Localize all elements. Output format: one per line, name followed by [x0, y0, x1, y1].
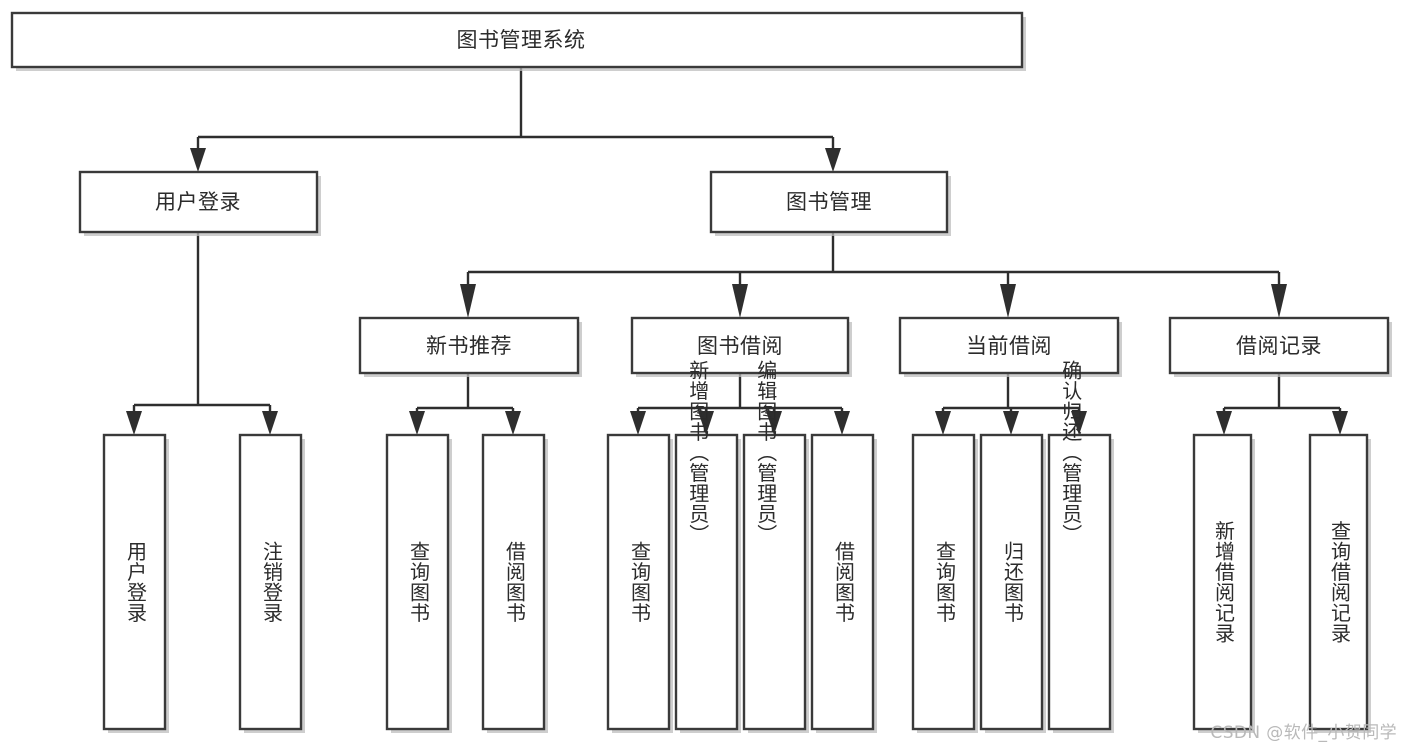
node-leaf-rec-borrow-book[interactable]: 借阅图书 [481, 433, 548, 733]
node-leaf-bb-edit-book[interactable]: 编辑图书（管理员） [742, 359, 809, 733]
arrow-head-cb-confirm-return [1071, 411, 1087, 435]
node-leaf-bb-add-book-rect[interactable] [674, 433, 739, 731]
node-leaf-user-logout[interactable]: 注销登录 [238, 433, 305, 733]
node-root-rect[interactable] [10, 11, 1024, 69]
arrow-head-bb-borrow-book [834, 411, 850, 435]
node-book-manage[interactable]: 图书管理 [709, 170, 951, 236]
connector-layer [126, 67, 1348, 435]
node-leaf-bb-add-book-label: 新增图书（管理员） [686, 359, 710, 544]
node-leaf-bb-borrow-book-rect[interactable] [810, 433, 875, 731]
node-leaf-user-login[interactable]: 用户登录 [102, 433, 169, 733]
arrow-head-bb-query-book [630, 411, 646, 435]
node-leaf-cb-confirm-return-label: 确认归还（管理员） [1059, 359, 1083, 544]
arrow-head-br-add-record [1216, 411, 1232, 435]
node-borrow-record-label: 借阅记录 [1236, 334, 1322, 358]
node-leaf-bb-query-book-label: 查询图书 [628, 541, 652, 623]
node-leaf-user-login-rect[interactable] [102, 433, 167, 731]
node-leaf-rec-query-book-label: 查询图书 [407, 541, 431, 623]
node-book-manage-label: 图书管理 [786, 190, 872, 214]
node-leaf-cb-query-book-rect[interactable] [911, 433, 976, 731]
node-leaf-br-query-record[interactable]: 查询借阅记录 [1308, 433, 1371, 733]
node-leaf-bb-query-book[interactable]: 查询图书 [606, 433, 673, 733]
arrow-head-bb-edit-book [766, 411, 782, 435]
arrow-head-leaf-user-login [126, 411, 142, 435]
node-leaf-bb-add-book[interactable]: 新增图书（管理员） [674, 359, 741, 733]
node-leaf-cb-return-book[interactable]: 归还图书 [979, 433, 1046, 733]
arrow-head-br-query-record [1332, 411, 1348, 435]
node-new-book-rec-label: 新书推荐 [426, 334, 512, 358]
arrow-head-user-login [190, 148, 206, 172]
node-leaf-cb-query-book[interactable]: 查询图书 [911, 433, 978, 733]
node-book-manage-rect[interactable] [709, 170, 949, 234]
arrow-head-rec-borrow-book [505, 411, 521, 435]
node-leaf-cb-confirm-return[interactable]: 确认归还（管理员） [1047, 359, 1114, 733]
node-leaf-bb-edit-book-rect[interactable] [742, 433, 807, 731]
node-leaf-user-logout-rect[interactable] [238, 433, 303, 731]
node-new-book-rec-rect[interactable] [358, 316, 580, 375]
node-leaf-br-add-record-label: 新增借阅记录 [1212, 520, 1236, 643]
node-book-borrow-label: 图书借阅 [697, 334, 783, 358]
node-leaf-bb-edit-book-label: 编辑图书（管理员） [754, 359, 778, 544]
node-leaf-cb-return-book-rect[interactable] [979, 433, 1044, 731]
node-user-login-label: 用户登录 [155, 190, 241, 214]
node-leaf-bb-query-book-rect[interactable] [606, 433, 671, 731]
node-leaf-cb-confirm-return-rect[interactable] [1047, 433, 1112, 731]
node-user-login[interactable]: 用户登录 [78, 170, 321, 236]
node-leaf-bb-borrow-book-label: 借阅图书 [832, 541, 856, 623]
arrow-head-book-manage [825, 148, 841, 172]
node-book-borrow-rect[interactable] [630, 316, 850, 375]
arrow-head-new-book-rec [460, 284, 476, 318]
arrow-head-cb-return-book [1003, 411, 1019, 435]
node-leaf-rec-borrow-book-rect[interactable] [481, 433, 546, 731]
node-leaf-br-query-record-rect[interactable] [1308, 433, 1369, 731]
node-borrow-record-rect[interactable] [1168, 316, 1390, 375]
node-user-login-rect[interactable] [78, 170, 319, 234]
node-leaf-cb-return-book-label: 归还图书 [1001, 541, 1025, 623]
node-root-label: 图书管理系统 [457, 28, 586, 52]
arrow-head-current-borrow [1000, 284, 1016, 318]
node-leaf-rec-query-book[interactable]: 查询图书 [385, 433, 452, 733]
node-leaf-cb-query-book-label: 查询图书 [933, 541, 957, 623]
node-new-book-rec[interactable]: 新书推荐 [358, 316, 582, 377]
node-leaf-bb-borrow-book[interactable]: 借阅图书 [810, 433, 877, 733]
node-book-borrow[interactable]: 图书借阅 [630, 316, 852, 377]
node-leaf-br-add-record[interactable]: 新增借阅记录 [1192, 433, 1255, 733]
arrow-head-cb-query-book [935, 411, 951, 435]
arrow-head-rec-query-book [409, 411, 425, 435]
node-leaf-br-add-record-rect[interactable] [1192, 433, 1253, 731]
node-current-borrow[interactable]: 当前借阅 [898, 316, 1122, 377]
node-leaf-user-login-label: 用户登录 [124, 541, 148, 623]
arrow-head-leaf-user-logout [262, 411, 278, 435]
node-current-borrow-rect[interactable] [898, 316, 1120, 375]
node-leaf-rec-borrow-book-label: 借阅图书 [503, 541, 527, 623]
arrow-head-bb-add-book [698, 411, 714, 435]
node-borrow-record[interactable]: 借阅记录 [1168, 316, 1392, 377]
arrow-head-book-borrow [732, 284, 748, 318]
node-leaf-rec-query-book-rect[interactable] [385, 433, 450, 731]
node-leaf-user-logout-label: 注销登录 [260, 541, 284, 623]
arrow-head-borrow-record [1271, 284, 1287, 318]
node-root[interactable]: 图书管理系统 [10, 11, 1026, 71]
node-leaf-br-query-record-label: 查询借阅记录 [1328, 520, 1352, 643]
node-current-borrow-label: 当前借阅 [966, 334, 1052, 358]
